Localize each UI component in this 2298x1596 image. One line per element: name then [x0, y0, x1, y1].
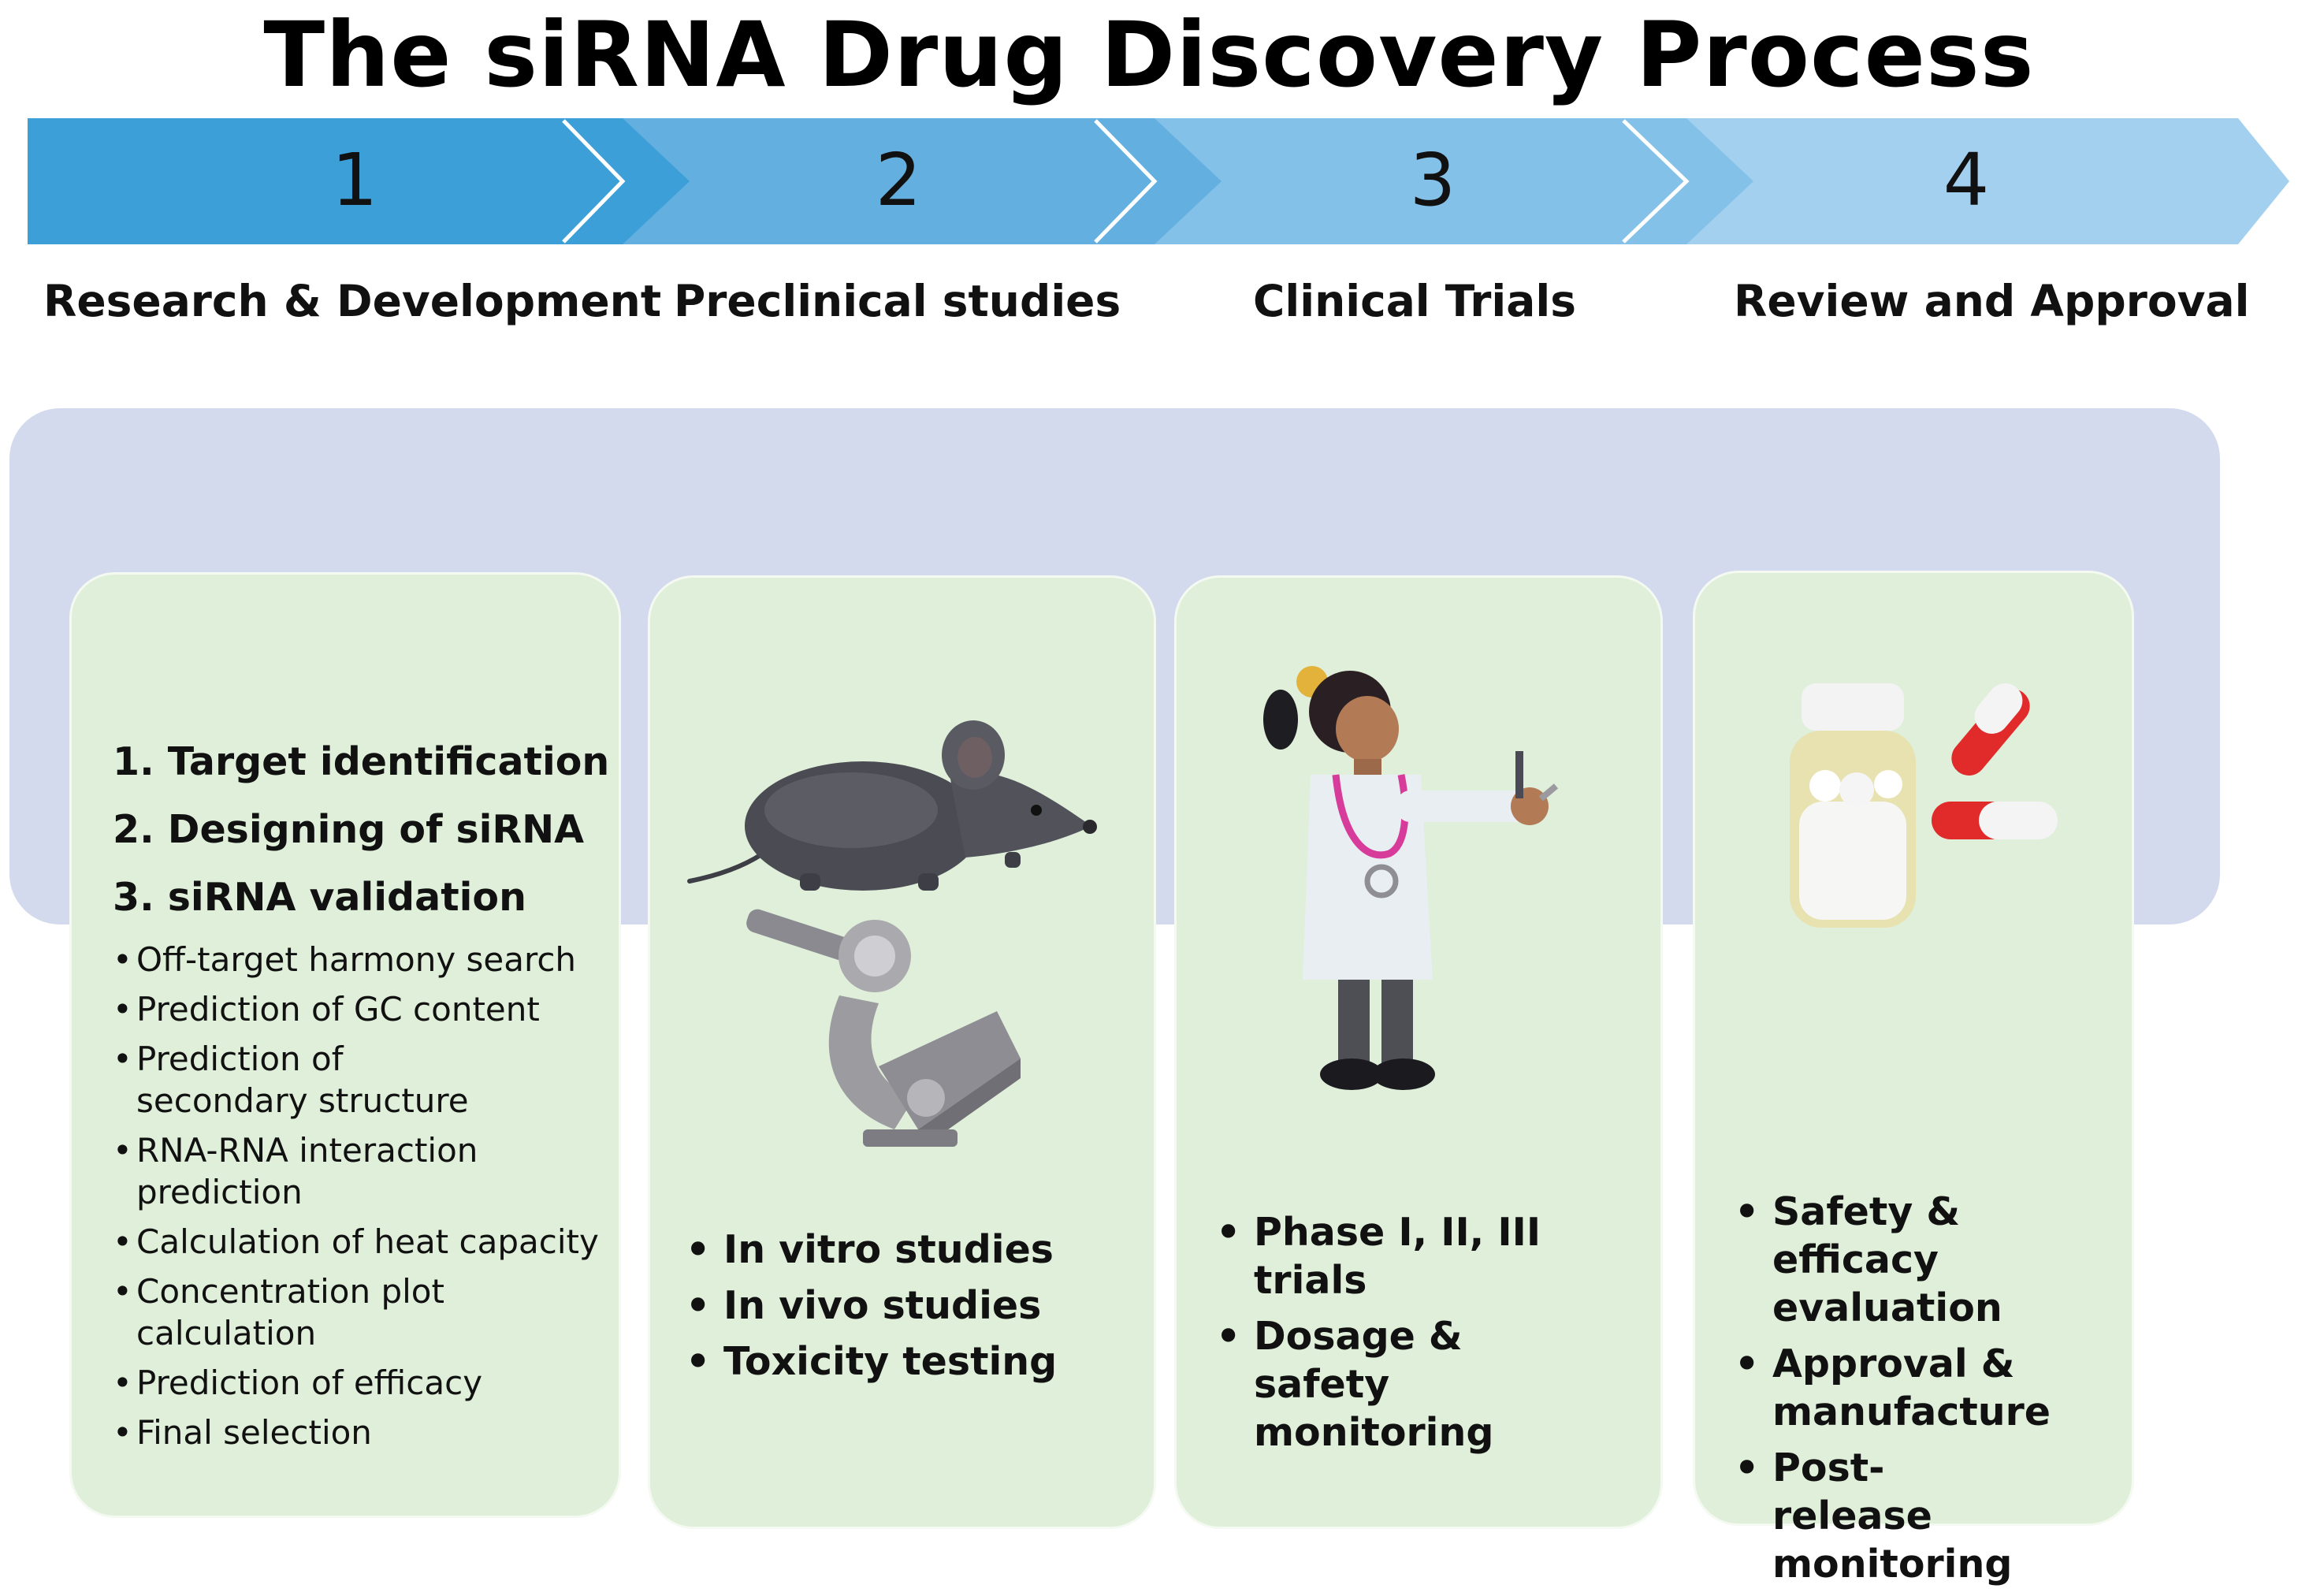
step-label-1: Research & Development: [43, 276, 662, 326]
microscope-illustration: [746, 909, 1021, 1147]
pill-bottle-illustration: [1790, 683, 2058, 928]
list-item: In vivo studies: [686, 1282, 1127, 1330]
step-label-4: Review and Approval: [1734, 276, 2250, 326]
page: The siRNA Drug Discovery Process 1 2 3 4…: [0, 0, 2298, 1547]
review-list: Safety & efficacy evaluation Approval & …: [1735, 1188, 2121, 1596]
heading-target-identification: 1. Target identification: [113, 739, 610, 784]
capsule-illustration: [1932, 683, 2058, 839]
heading-sirna-validation: 3. siRNA validation: [113, 875, 526, 920]
list-item: Off-target harmony search: [113, 939, 601, 980]
list-item: Safety & efficacy evaluation: [1735, 1188, 2119, 1332]
list-item: Calculation of heat capacity: [113, 1221, 601, 1263]
diagram-title: The siRNA Drug Discovery Process: [263, 2, 2035, 107]
mouse-illustration: [687, 720, 1097, 891]
chevron-step-1: [28, 118, 690, 244]
list-item: Post-release monitoring: [1735, 1444, 2032, 1588]
list-item: Toxicity testing: [686, 1337, 1127, 1386]
card-preclinical-studies: In vitro studies In vivo studies Toxicit…: [648, 575, 1156, 1529]
chevron-edge-2: [1094, 119, 1158, 244]
step-number-2: 2: [876, 138, 922, 222]
preclinical-list: In vitro studies In vivo studies Toxicit…: [686, 1226, 1127, 1393]
chevron-edge-1: [562, 119, 626, 244]
list-item: RNA-RNA interaction prediction: [113, 1129, 483, 1213]
card-clinical-trials: Phase I, II, III trials Dosage & safety …: [1174, 575, 1663, 1529]
step-number-3: 3: [1410, 138, 1456, 222]
process-arrows: 1 2 3 4: [28, 118, 2289, 244]
research-headings: 1. Target identification 2. Designing of…: [113, 728, 609, 932]
step-number-4: 4: [1943, 138, 1990, 222]
chevron-step-4: [1623, 118, 2289, 244]
list-item: Prediction of GC content: [113, 988, 601, 1030]
card-research-development: 1. Target identification 2. Designing of…: [69, 572, 621, 1518]
chevron-edge-3: [1622, 119, 1690, 244]
validation-list: Off-target harmony search Prediction of …: [113, 939, 601, 1461]
list-item: Prediction of efficacy: [113, 1362, 601, 1404]
step-label-3: Clinical Trials: [1253, 276, 1576, 326]
list-item: In vitro studies: [686, 1226, 1127, 1274]
chevron-step-2: [563, 118, 1222, 244]
heading-designing-sirna: 2. Designing of siRNA: [113, 807, 585, 852]
card-review-approval: Safety & efficacy evaluation Approval & …: [1693, 571, 2134, 1587]
clinical-list: Phase I, II, III trials Dosage & safety …: [1216, 1208, 1649, 1464]
chevron-step-3: [1095, 118, 1753, 244]
list-item: Prediction of secondary structure: [113, 1038, 507, 1122]
step-label-2: Preclinical studies: [674, 276, 1121, 326]
list-item: Approval & manufacture: [1735, 1340, 2051, 1436]
list-item: Dosage & safety monitoring: [1216, 1312, 1585, 1456]
doctor-illustration: [1263, 666, 1559, 1090]
list-item: Final selection: [113, 1412, 601, 1453]
step-number-1: 1: [332, 138, 378, 222]
list-item: Concentration plot calculation: [113, 1270, 483, 1354]
list-item: Phase I, II, III trials: [1216, 1208, 1649, 1304]
